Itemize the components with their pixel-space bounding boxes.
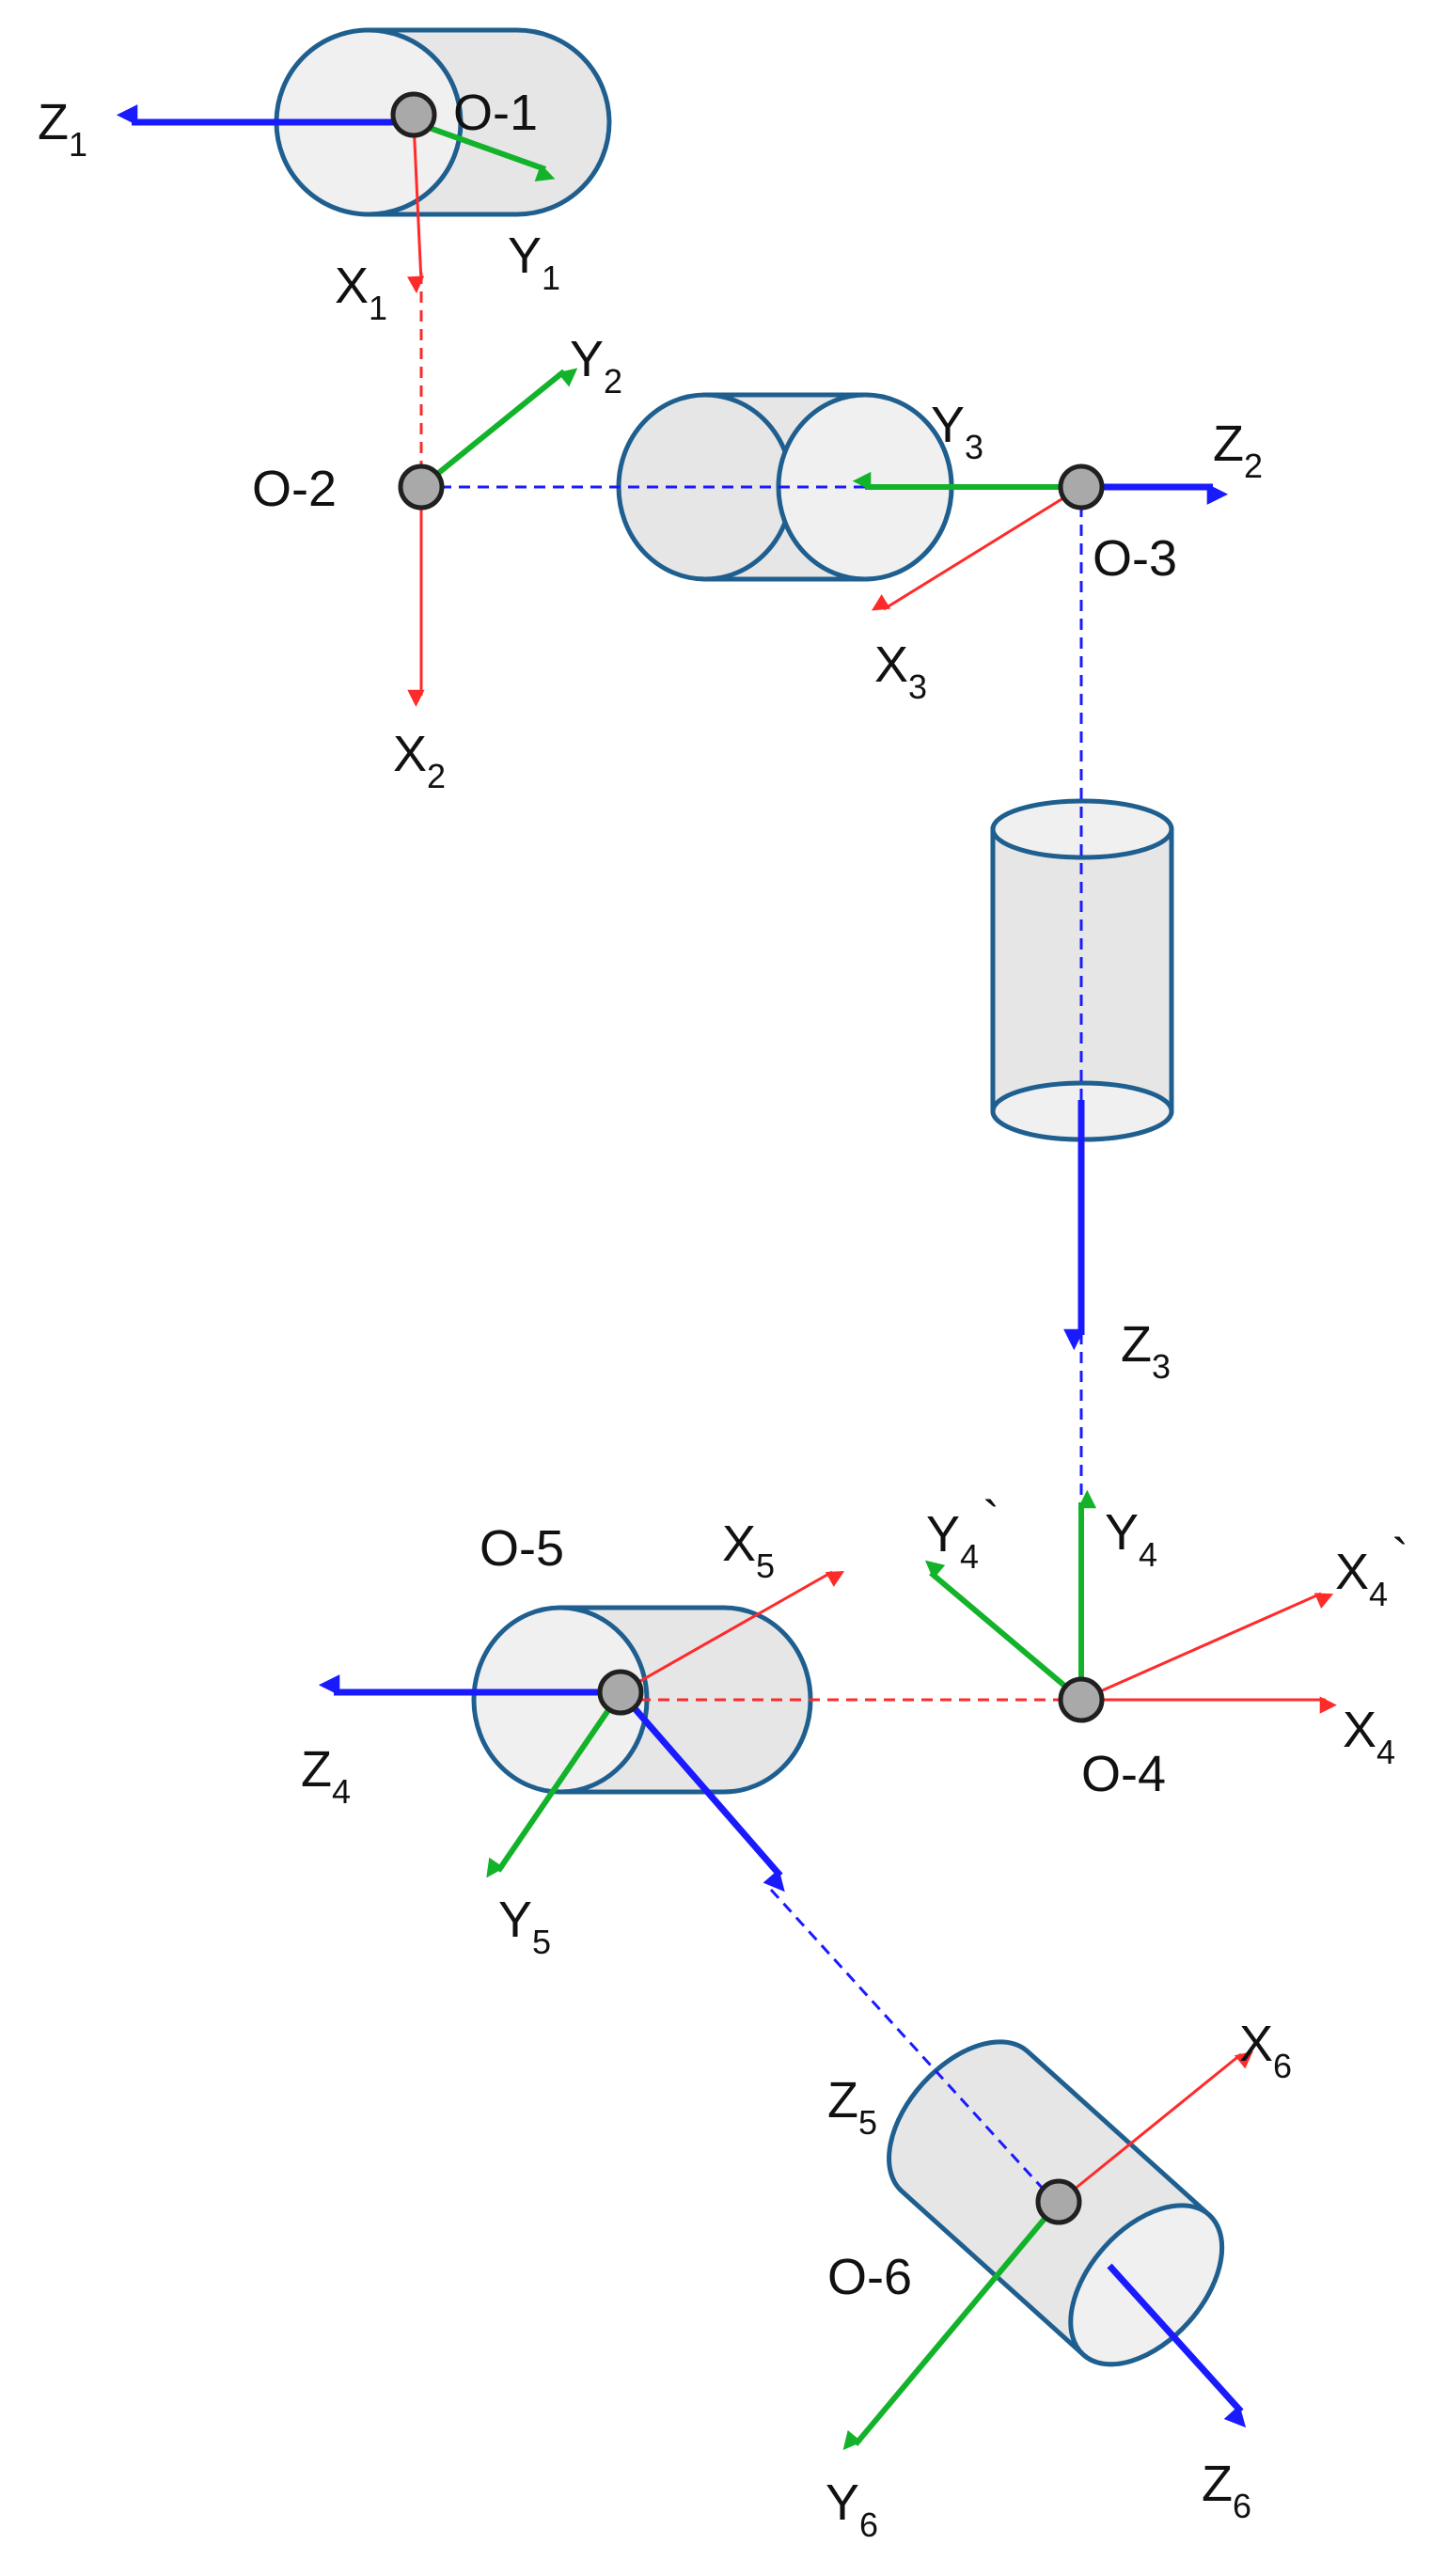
x4-axis-label: X4: [1343, 1702, 1395, 1771]
x5-axis-label: X5: [722, 1516, 775, 1585]
x4p-axis-arrow: [1080, 1592, 1334, 1702]
x4p-axis-label: X4`: [1335, 1529, 1408, 1613]
origin-label-5: O-5: [480, 1520, 564, 1577]
y5-axis-arrow: [486, 1690, 623, 1878]
x1-axis-label: X1: [335, 258, 387, 327]
y5-axis-label: Y5: [498, 1892, 551, 1961]
x1-axis-arrow: [407, 121, 425, 294]
y6-axis-arrow: [842, 2200, 1062, 2451]
z4-axis-label: Z4: [301, 1741, 351, 1811]
z2-axis-label: Z2: [1213, 416, 1263, 485]
x3-axis-label: X3: [874, 636, 927, 706]
y2-axis-arrow: [419, 368, 578, 490]
origin-point-4: [1058, 1676, 1105, 1723]
origin-label-3: O-3: [1093, 530, 1177, 587]
origin-point-3: [1058, 463, 1105, 510]
origin-label-2: O-2: [252, 461, 337, 517]
y2-axis-label: Y2: [570, 331, 622, 401]
origin-point-1: [390, 91, 437, 138]
y3-axis-label: Y3: [931, 397, 983, 466]
y1-axis-arrow: [412, 119, 556, 182]
origin-label-4: O-4: [1081, 1746, 1166, 1802]
z6-axis-label: Z6: [1202, 2456, 1251, 2525]
y6-axis-label: Y6: [826, 2474, 878, 2544]
z1-axis-label: Z1: [38, 94, 87, 164]
origin-point-6: [1035, 2178, 1082, 2225]
x6-axis-arrow: [1058, 2050, 1253, 2204]
x3-axis-arrow: [871, 485, 1082, 611]
y4p-axis-arrow: [924, 1560, 1083, 1703]
y4p-axis-label: Y4`: [926, 1491, 999, 1576]
x6-axis-label: X6: [1239, 2016, 1292, 2085]
origin-label-1: O-1: [453, 85, 538, 141]
z5-axis-label: Z5: [827, 2072, 877, 2142]
z5-axis-arrow: [618, 1689, 785, 1893]
y1-axis-label: Y1: [508, 228, 560, 297]
origin-point-5: [597, 1669, 644, 1716]
x2-axis-label: X2: [393, 726, 446, 795]
origin-label-6: O-6: [827, 2249, 912, 2305]
y4-axis-label: Y4: [1105, 1504, 1157, 1574]
z3-axis-label: Z3: [1121, 1316, 1171, 1386]
x5-axis-arrow: [620, 1570, 845, 1694]
origin-point-2: [398, 463, 445, 510]
z6-axis-arrow: [1107, 2263, 1247, 2428]
